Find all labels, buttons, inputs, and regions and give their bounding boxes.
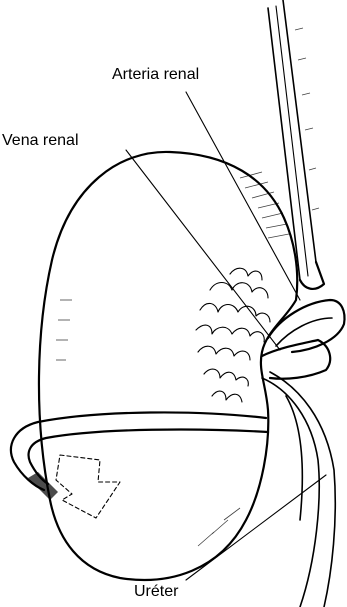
renal-artery <box>268 300 344 352</box>
label-ureter: Uréter <box>134 583 179 600</box>
dashed-arrow-icon <box>56 455 120 518</box>
surgical-retractor <box>268 0 324 289</box>
ureter-strands <box>262 372 335 607</box>
kidney <box>39 152 297 580</box>
ureter-loop <box>11 412 268 500</box>
label-vena-renal: Vena renal <box>2 132 79 149</box>
label-arteria-renal: Arteria renal <box>112 66 199 83</box>
leader-lines <box>126 92 326 580</box>
